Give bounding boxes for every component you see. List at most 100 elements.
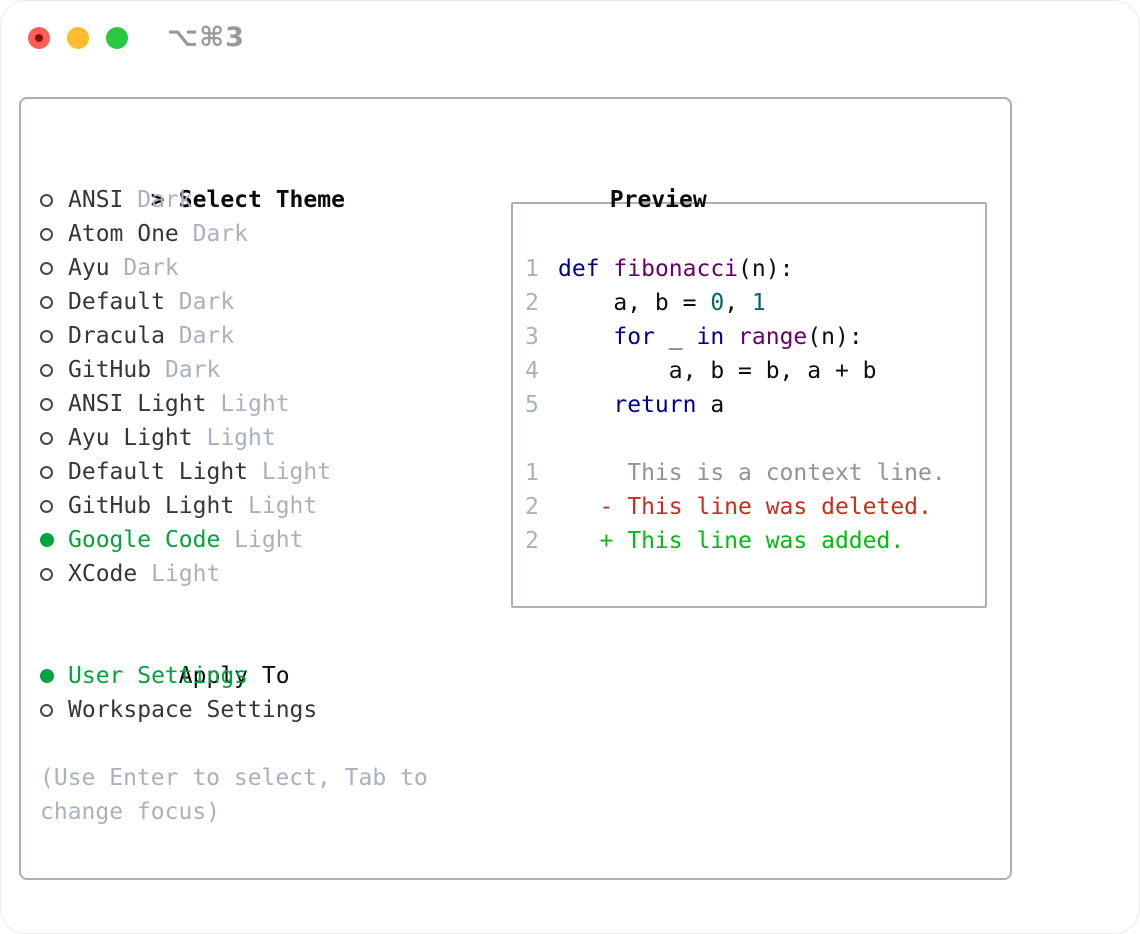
line-number: 2: [525, 528, 539, 554]
theme-name: XCode: [68, 561, 138, 587]
theme-marker: [40, 523, 68, 557]
theme-option-ansi-light[interactable]: ANSI Light Light: [40, 387, 499, 421]
theme-name: Google Code: [68, 527, 221, 553]
theme-name: GitHub: [68, 357, 152, 383]
preview-line: [525, 422, 985, 456]
preview-line: 5 return a: [525, 388, 985, 422]
zoom-button[interactable]: [106, 27, 128, 49]
apply-option-user-settings[interactable]: User Settings: [40, 659, 499, 693]
theme-name: Atom One: [68, 221, 179, 247]
preview-line: 1 def fibonacci(n):: [525, 252, 985, 286]
preview-box: 1 def fibonacci(n): 2 a, b = 0, 1 3 for _ i…: [511, 202, 987, 608]
preview-line: 3 for _ in range(n):: [525, 320, 985, 354]
theme-variant-label: Dark: [151, 357, 221, 383]
titlebar: ⌥⌘3: [28, 22, 245, 53]
radio-icon: [40, 364, 53, 377]
radio-icon: [40, 432, 53, 445]
radio-icon: [40, 296, 53, 309]
line-content: a, b = 0, 1: [558, 290, 766, 316]
line-content: for _ in range(n):: [613, 324, 863, 350]
theme-option-default-light[interactable]: Default Light Light: [40, 455, 499, 489]
theme-variant-label: Dark: [178, 221, 249, 247]
theme-marker: [40, 387, 68, 421]
preview-header: Preview: [499, 149, 1010, 213]
apply-option-label: Workspace Settings: [68, 697, 318, 723]
theme-variant-label: Light: [206, 391, 290, 417]
radio-icon: [40, 568, 53, 581]
theme-marker: [40, 319, 68, 353]
hint-text: (Use Enter to select, Tab to change focu…: [40, 765, 428, 825]
theme-variant-label: Light: [137, 561, 221, 587]
theme-marker: [40, 285, 68, 319]
line-number: 1: [525, 256, 539, 282]
line-content: + This line was added.: [558, 528, 905, 554]
prompt-icon: >: [150, 187, 165, 213]
line-content: return a: [613, 392, 725, 418]
line-number: 4: [525, 358, 539, 384]
radio-icon: [40, 500, 53, 513]
spacer: [40, 591, 499, 625]
theme-name: Default: [68, 289, 165, 315]
theme-variant-label: Dark: [109, 255, 179, 281]
apply-marker: [40, 659, 68, 693]
line-content: def fibonacci(n):: [558, 256, 794, 282]
theme-option-xcode[interactable]: XCode Light: [40, 557, 499, 591]
radio-icon: [40, 704, 53, 717]
theme-option-ansi[interactable]: ANSI Dark: [40, 183, 499, 217]
theme-option-dracula[interactable]: Dracula Dark: [40, 319, 499, 353]
radio-icon: [40, 398, 53, 411]
apply-option-label: User Settings: [68, 663, 249, 689]
theme-marker: [40, 251, 68, 285]
line-number: 5: [525, 392, 539, 418]
theme-variant-label: Light: [220, 527, 304, 553]
preview-line: 1 This is a context line.: [525, 456, 985, 490]
minimize-button[interactable]: [67, 27, 89, 49]
theme-marker: [40, 183, 68, 217]
apply-to-header: Apply To: [40, 625, 499, 689]
theme-variant-label: Dark: [123, 187, 193, 213]
theme-variant-label: Dark: [164, 289, 235, 315]
theme-option-github-light[interactable]: GitHub Light Light: [40, 489, 499, 523]
theme-name: Ayu Light: [68, 425, 193, 451]
line-number: 2: [525, 290, 539, 316]
radio-icon: [40, 194, 53, 207]
radio-icon: [40, 466, 53, 479]
preview-line: 4 a, b = b, a + b: [525, 354, 985, 388]
close-button[interactable]: [28, 27, 50, 49]
apply-option-workspace-settings[interactable]: Workspace Settings: [40, 693, 499, 727]
theme-option-google-code[interactable]: Google Code Light: [40, 523, 499, 557]
line-number: 2: [525, 494, 539, 520]
preview-line: 2 + This line was added.: [525, 524, 985, 558]
theme-option-github[interactable]: GitHub Dark: [40, 353, 499, 387]
theme-variant-label: Light: [248, 459, 332, 485]
theme-variant-label: Light: [234, 493, 318, 519]
select-theme-header: > Select Theme: [40, 149, 499, 213]
theme-option-atom-one[interactable]: Atom One Dark: [40, 217, 499, 251]
theme-name: Default Light: [68, 459, 249, 485]
line-content: This is a context line.: [558, 460, 946, 486]
radio-icon: [40, 330, 53, 343]
window-title-shortcut: ⌥⌘3: [167, 22, 245, 53]
line-number: 1: [525, 460, 539, 486]
preview-code: 1 def fibonacci(n): 2 a, b = 0, 1 3 for _ i…: [525, 252, 985, 558]
theme-option-ayu[interactable]: Ayu Dark: [40, 251, 499, 285]
theme-name: Dracula: [68, 323, 165, 349]
theme-marker: [40, 455, 68, 489]
theme-marker: [40, 421, 68, 455]
select-theme-title: Select Theme: [178, 187, 345, 213]
theme-name: ANSI: [68, 187, 124, 213]
line-number: 3: [525, 324, 539, 350]
apply-to-title: Apply To: [178, 663, 290, 689]
theme-option-ayu-light[interactable]: Ayu Light Light: [40, 421, 499, 455]
theme-option-default[interactable]: Default Dark: [40, 285, 499, 319]
theme-marker: [40, 557, 68, 591]
radio-icon: [40, 228, 53, 241]
unsaved-changes-icon: [35, 34, 43, 42]
radio-icon: [40, 262, 53, 275]
preview-title: Preview: [609, 187, 707, 213]
spacer: [40, 727, 499, 761]
theme-marker: [40, 353, 68, 387]
